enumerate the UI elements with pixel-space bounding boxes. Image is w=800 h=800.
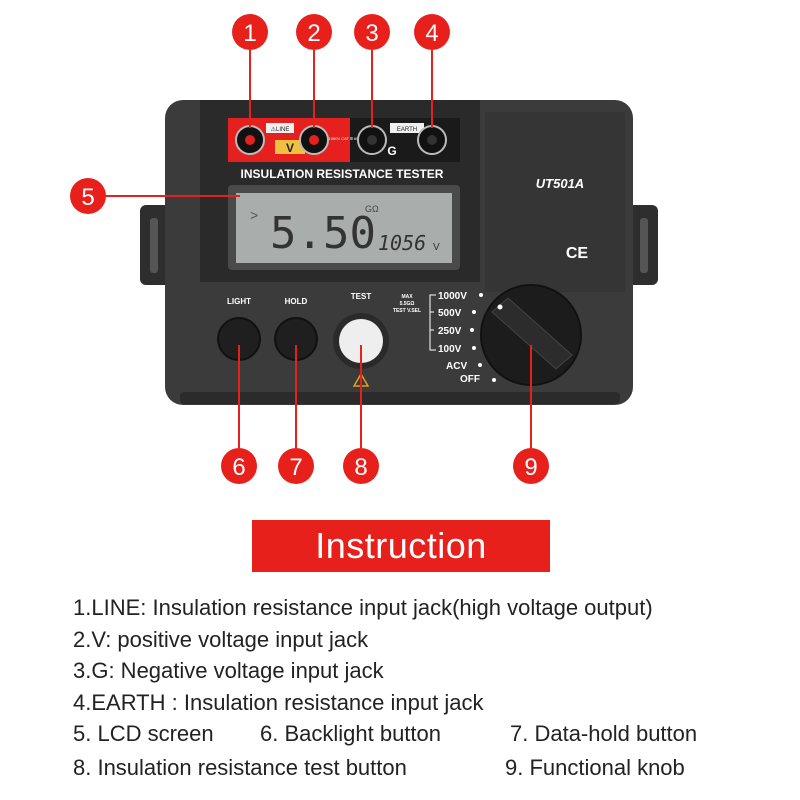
lcd-screen xyxy=(236,193,452,263)
lcd-sub-reading: 1056 xyxy=(378,231,426,255)
callout-6 xyxy=(221,448,257,484)
knob-dot-4 xyxy=(472,346,476,350)
knob-grip xyxy=(491,297,573,370)
callout-3-num: 3 xyxy=(365,20,378,47)
callout-8 xyxy=(343,448,379,484)
knob-dot-2 xyxy=(472,310,476,314)
line-label-bg xyxy=(266,123,294,133)
jack-v-label: V xyxy=(286,141,294,155)
left-handle-slot xyxy=(150,218,158,273)
jack-3-core xyxy=(367,135,377,145)
lcd-arrow: > xyxy=(250,207,258,223)
instruction-line-4: 4.EARTH : Insulation resistance input ja… xyxy=(73,690,484,715)
knob-pos-acv: ACV xyxy=(446,361,467,372)
callout-1 xyxy=(232,14,268,50)
jack-g-label: G xyxy=(387,144,396,158)
test-button[interactable] xyxy=(339,319,383,363)
instruction-backlight: 6. Backlight button xyxy=(260,721,442,746)
lcd-unit: GΩ xyxy=(365,204,379,214)
knob-pos-off: OFF xyxy=(460,374,480,385)
callout-6-num: 6 xyxy=(232,454,245,481)
callout-4 xyxy=(414,14,450,50)
device-diagram: EARTH ⚠LINE V CAT Ⅱ 1000V CAT Ⅲ 600V G I… xyxy=(70,14,658,484)
callout-1-num: 1 xyxy=(243,20,256,47)
instruction-functional-knob: 9. Functional knob xyxy=(505,755,685,780)
knob-pos-250v: 250V xyxy=(438,326,462,337)
callout-4-num: 4 xyxy=(425,20,438,47)
max-note-3: TEST V.SEL xyxy=(393,308,421,314)
knob-pos-500v: 500V xyxy=(438,308,462,319)
callout-3 xyxy=(354,14,390,50)
max-note-2: 5.5GΩ xyxy=(400,301,415,307)
knob-pointer xyxy=(497,304,503,310)
jack-line-label: ⚠LINE xyxy=(271,126,290,133)
knob-dot-1 xyxy=(479,293,483,297)
knob-dot-6 xyxy=(492,378,496,382)
instruction-line-2: 2.V: positive voltage input jack xyxy=(73,627,369,652)
lcd-main-reading: 5.50 xyxy=(270,208,376,259)
callout-5-num: 5 xyxy=(81,184,94,211)
callout-7-num: 7 xyxy=(289,454,302,481)
knob-pos-100v: 100V xyxy=(438,344,462,355)
callout-8-num: 8 xyxy=(354,454,367,481)
instruction-banner: Instruction xyxy=(252,520,550,572)
callout-2-num: 2 xyxy=(307,20,320,47)
jack-cat-label: CAT Ⅱ 1000V CAT Ⅲ 600V xyxy=(317,136,364,141)
callout-9-num: 9 xyxy=(524,454,537,481)
test-label: TEST xyxy=(351,292,372,301)
v-label-bg xyxy=(275,140,305,154)
jack-4-core xyxy=(427,135,437,145)
jack-earth-label: EARTH xyxy=(397,127,417,133)
callout-5 xyxy=(70,178,106,214)
instruction-data-hold: 7. Data-hold button xyxy=(510,721,698,746)
light-label: LIGHT xyxy=(227,297,251,306)
device-title: INSULATION RESISTANCE TESTER xyxy=(241,167,444,181)
callout-9 xyxy=(513,448,549,484)
callout-7 xyxy=(278,448,314,484)
instruction-line-1: 1.LINE: Insulation resistance input jack… xyxy=(73,595,653,620)
jack-2-core xyxy=(309,135,319,145)
right-handle-slot xyxy=(640,218,648,273)
ce-mark: CE xyxy=(566,245,589,262)
knob-scale-bracket xyxy=(429,294,436,351)
device-bottom-bezel xyxy=(180,392,620,404)
instruction-lcd: 5. LCD screen xyxy=(73,721,214,746)
jack-1-core xyxy=(245,135,255,145)
hold-label: HOLD xyxy=(285,297,308,306)
max-note-1: MAX xyxy=(401,294,413,300)
device-right-panel xyxy=(485,112,625,292)
knob-dot-5 xyxy=(478,363,482,367)
instruction-test-button: 8. Insulation resistance test button xyxy=(73,755,407,780)
knob-dot-3 xyxy=(470,328,474,332)
instruction-line-3: 3.G: Negative voltage input jack xyxy=(73,658,384,683)
device-model: UT501A xyxy=(536,176,584,191)
lcd-sub-unit: V xyxy=(433,242,440,253)
earth-label-bg xyxy=(390,123,424,133)
knob-pos-1000v: 1000V xyxy=(438,291,467,302)
callout-2 xyxy=(296,14,332,50)
